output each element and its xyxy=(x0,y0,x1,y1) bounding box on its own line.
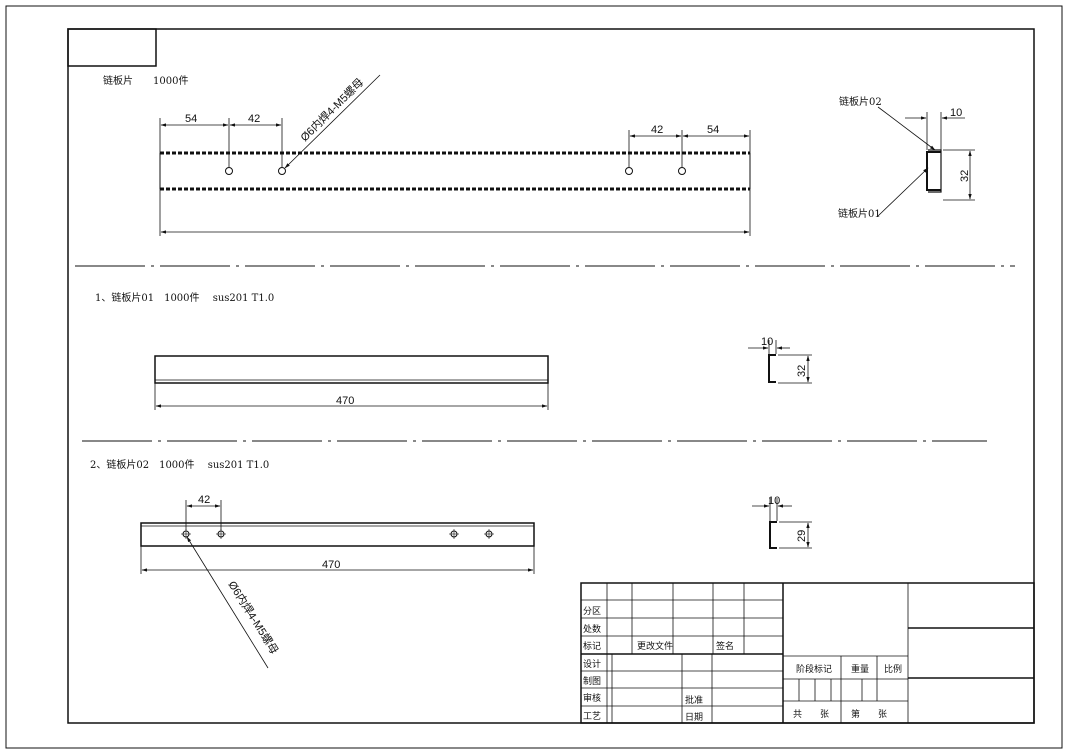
tb-approve: 批准 xyxy=(685,694,703,706)
tb-weight: 重量 xyxy=(851,663,869,675)
tb-total-sheets: 共 张 xyxy=(793,709,829,720)
tb-review: 审核 xyxy=(583,692,601,704)
title-block xyxy=(580,582,1035,724)
assembly-end-dim-32: 32 xyxy=(959,170,971,182)
assembly-holes xyxy=(225,167,686,175)
label-part02: 链板片02 xyxy=(839,95,882,108)
sheet-border xyxy=(5,5,1063,749)
tb-sheet-no: 第 张 xyxy=(851,708,887,720)
label-part01: 链板片01 xyxy=(838,207,881,220)
tb-stage-mark: 阶段标记 xyxy=(796,663,832,675)
part01-view: 1、链板片01 1000件 sus201 T1.0 470 10 32 xyxy=(95,291,812,410)
part01-section-dim-32: 32 xyxy=(796,365,808,377)
tb-count: 处数 xyxy=(583,623,601,635)
tb-change-doc: 更改文件 xyxy=(637,640,673,652)
part02-view: 2、链板片02 1000件 sus201 T1.0 xyxy=(90,458,812,669)
tb-design: 设计 xyxy=(583,658,601,670)
tb-mark: 标记 xyxy=(583,640,601,652)
tb-zone: 分区 xyxy=(583,606,601,617)
dim-54-left: 54 xyxy=(185,113,197,125)
tb-signature: 签名 xyxy=(716,640,734,652)
dim-42-left: 42 xyxy=(248,113,260,125)
part01-dim-470: 470 xyxy=(336,395,354,407)
assembly-end-view: 10 32 链板片02 链板片01 xyxy=(838,95,975,220)
assembly-hole-note: Ø6内焊4-M5螺母 xyxy=(297,75,366,144)
tb-draw: 制图 xyxy=(583,675,601,687)
part02-holes xyxy=(181,529,494,539)
dim-42-right: 42 xyxy=(651,124,663,136)
part01-section: 10 32 xyxy=(748,336,812,384)
drawing-number-box xyxy=(67,28,157,67)
assembly-title: 链板片 1000件 xyxy=(103,74,188,87)
part02-dim-42: 42 xyxy=(198,494,210,506)
part02-section: 10 29 xyxy=(752,495,812,549)
tb-date: 日期 xyxy=(685,712,703,723)
assembly-end-dim-10: 10 xyxy=(950,107,962,119)
part02-section-dim-10: 10 xyxy=(768,495,780,507)
part02-section-dim-29: 29 xyxy=(796,530,808,542)
dim-54-right: 54 xyxy=(707,124,719,136)
title-block-text: 分区 处数 标记 更改文件 签名 设计 制图 审核 工艺 批准 日期 阶段标记 … xyxy=(583,606,902,723)
assembly-view: 链板片 1000件 xyxy=(103,74,975,236)
part02-dim-470: 470 xyxy=(322,559,340,571)
part01-section-dim-10: 10 xyxy=(761,336,773,348)
tb-process: 工艺 xyxy=(583,711,601,722)
tb-scale: 比例 xyxy=(884,663,902,675)
part02-title: 2、链板片02 1000件 sus201 T1.0 xyxy=(90,458,269,471)
part01-title: 1、链板片01 1000件 sus201 T1.0 xyxy=(95,291,274,304)
